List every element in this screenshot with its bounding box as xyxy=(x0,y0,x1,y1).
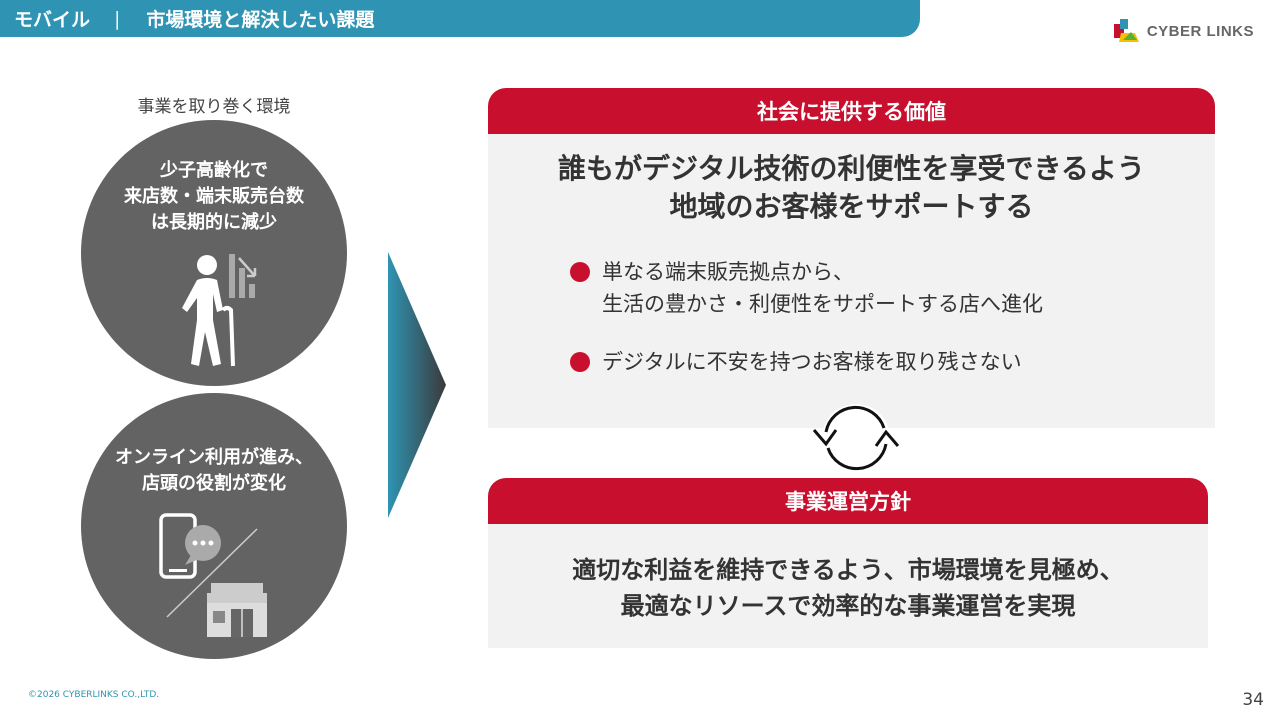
bullet-item: デジタルに不安を持つお客様を取り残さない xyxy=(570,346,1022,378)
page-title: 市場環境と解決したい課題 xyxy=(146,9,375,31)
cycle-arrows-icon xyxy=(812,404,900,472)
bullet-item: 単なる端末販売拠点から、 生活の豊かさ・利便性をサポートする店へ進化 xyxy=(570,256,1043,320)
circle-text-line: オンライン利用が進み、 xyxy=(115,447,313,468)
elderly-person-declining-chart-icon xyxy=(182,254,257,367)
copyright: ©2026 CYBERLINKS CO.,LTD. xyxy=(28,690,160,700)
company-logo: CYBER LINKS xyxy=(1113,18,1254,44)
header-category: モバイル xyxy=(14,9,91,31)
social-value-header: 社会に提供する価値 xyxy=(488,88,1215,134)
circle-text-line: 来店数・端末販売台数 xyxy=(124,186,304,207)
page-number: 34 xyxy=(1242,690,1264,710)
business-policy-header: 事業運営方針 xyxy=(488,478,1208,524)
policy-line: 最適なリソースで効率的な事業運営を実現 xyxy=(620,592,1076,620)
environment-circle-online: オンライン利用が進み、 店頭の役割が変化 xyxy=(81,393,347,659)
cyberlinks-logo-icon xyxy=(1113,19,1139,42)
social-value-body: 誰もがデジタル技術の利便性を享受できるよう 地域のお客様をサポートする 単なる端… xyxy=(488,134,1215,428)
smartphone-chat-vs-store-icon xyxy=(159,513,267,637)
policy-line: 適切な利益を維持できるよう、市場環境を見極め、 xyxy=(572,556,1124,584)
arrow-right-icon xyxy=(388,252,446,518)
social-value-title-line: 誰もがデジタル技術の利便性を享受できるよう xyxy=(558,152,1145,185)
social-value-title: 誰もがデジタル技術の利便性を享受できるよう 地域のお客様をサポートする xyxy=(488,150,1215,226)
circle-text-line: は長期的に減少 xyxy=(151,212,277,233)
social-value-panel: 社会に提供する価値 誰もがデジタル技術の利便性を享受できるよう 地域のお客様をサ… xyxy=(488,88,1215,428)
bullet-text: 生活の豊かさ・利便性をサポートする店へ進化 xyxy=(602,292,1043,316)
circle-text: 少子高齢化で 来店数・端末販売台数 は長期的に減少 xyxy=(81,158,347,236)
bullet-dot-icon xyxy=(570,352,590,372)
environment-label: 事業を取り巻く環境 xyxy=(137,97,291,117)
business-policy-text: 適切な利益を維持できるよう、市場環境を見極め、 最適なリソースで効率的な事業運営… xyxy=(488,552,1208,624)
header-separator: | xyxy=(114,7,121,30)
circle-text: オンライン利用が進み、 店頭の役割が変化 xyxy=(81,445,347,497)
circle-text-line: 店頭の役割が変化 xyxy=(142,473,286,494)
business-policy-panel: 事業運営方針 適切な利益を維持できるよう、市場環境を見極め、 最適なリソースで効… xyxy=(488,478,1208,648)
business-policy-body: 適切な利益を維持できるよう、市場環境を見極め、 最適なリソースで効率的な事業運営… xyxy=(488,524,1208,648)
bullet-dot-icon xyxy=(570,262,590,282)
environment-circle-aging: 少子高齢化で 来店数・端末販売台数 は長期的に減少 xyxy=(81,120,347,386)
bullet-text: 単なる端末販売拠点から、 xyxy=(602,260,854,284)
social-value-title-line: 地域のお客様をサポートする xyxy=(669,190,1034,223)
bullet-text: デジタルに不安を持つお客様を取り残さない xyxy=(602,350,1022,374)
circle-text-line: 少子高齢化で xyxy=(160,160,268,181)
logo-text: CYBER LINKS xyxy=(1146,22,1254,40)
header-bar: モバイル | 市場環境と解決したい課題 xyxy=(0,0,920,37)
